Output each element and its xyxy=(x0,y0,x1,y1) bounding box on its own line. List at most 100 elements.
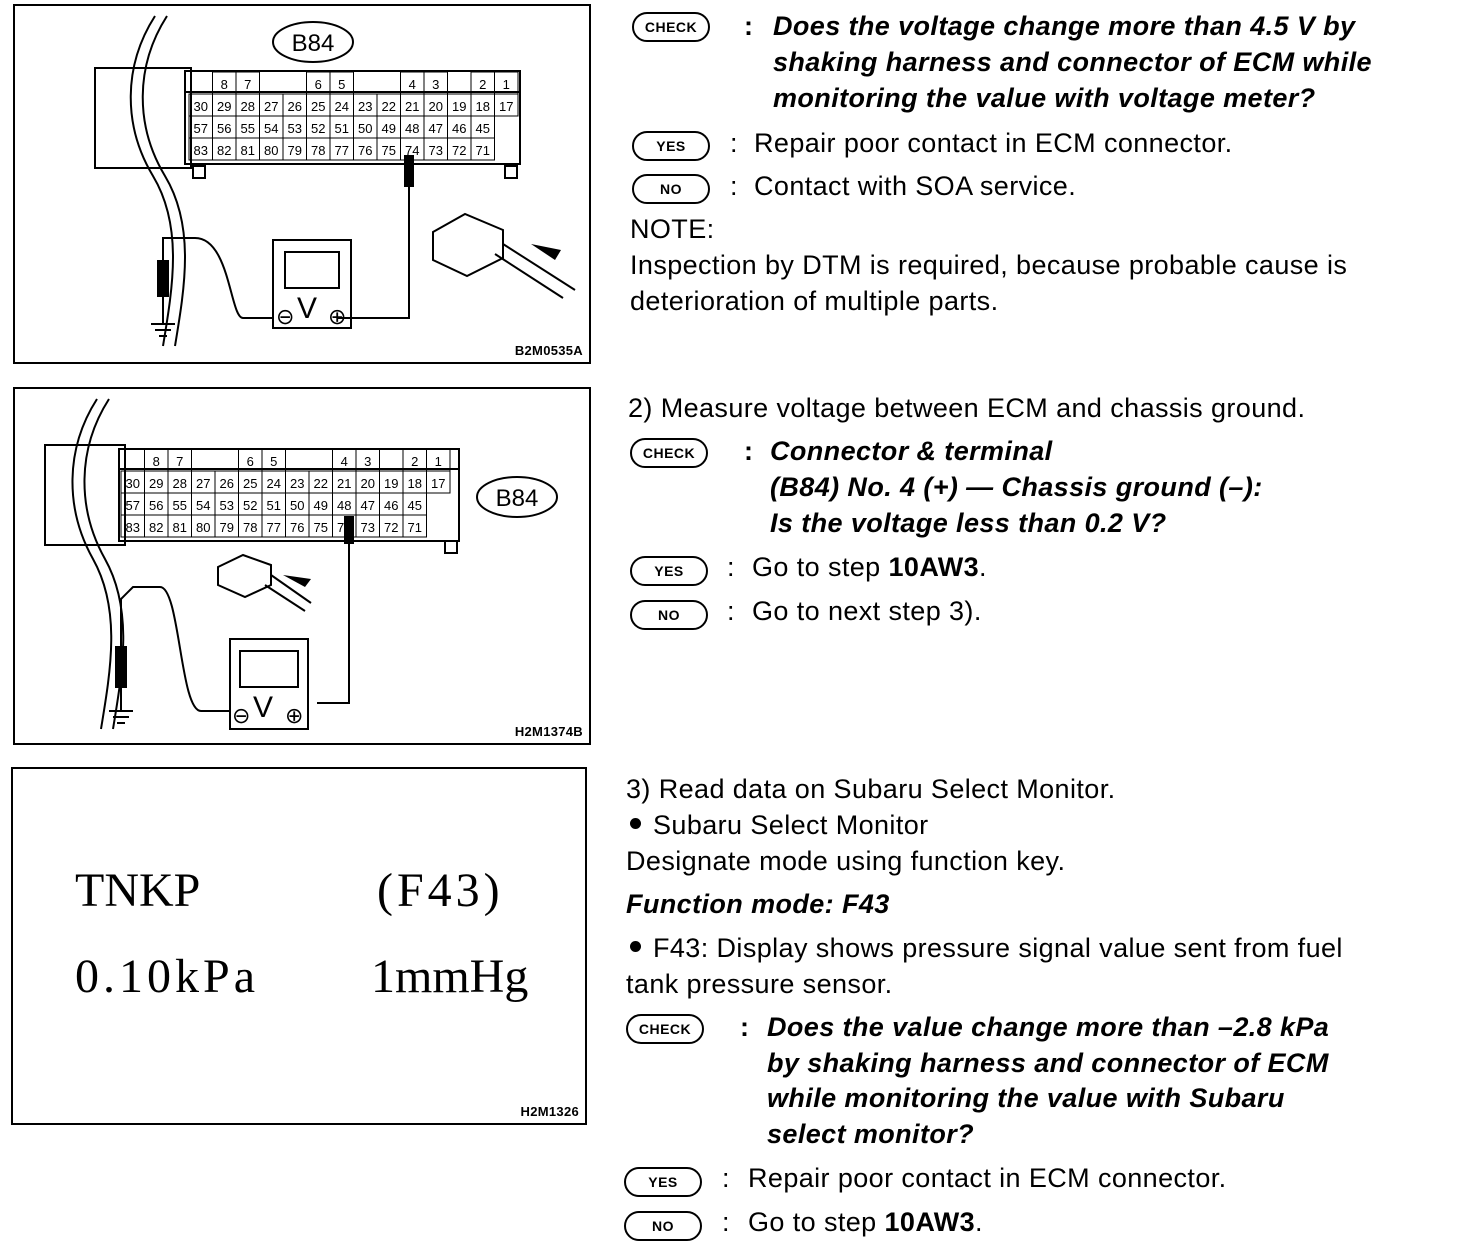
terminal-number: 8 xyxy=(221,77,228,92)
terminal-number: 74 xyxy=(337,520,351,535)
note-line: Inspection by DTM is required, because p… xyxy=(630,250,1348,280)
terminal-number: 56 xyxy=(149,498,163,513)
terminal-number: 53 xyxy=(220,498,234,513)
bullet-text: Subaru Select Monitor xyxy=(653,810,929,840)
terminal-number: 49 xyxy=(382,121,396,136)
check-badge: CHECK xyxy=(626,1014,704,1044)
terminal-number: 18 xyxy=(476,99,490,114)
terminal-number: 82 xyxy=(149,520,163,535)
terminal-number: 78 xyxy=(311,143,325,158)
terminal-number: 83 xyxy=(126,520,140,535)
terminal-number: 79 xyxy=(288,143,302,158)
terminal-number: 28 xyxy=(241,99,255,114)
no-action: Go to step 10AW3. xyxy=(748,1205,983,1240)
check-question-line: monitoring the value with voltage meter? xyxy=(773,83,1316,113)
terminal-number: 77 xyxy=(335,143,349,158)
terminal-number: 2 xyxy=(479,77,486,92)
lcd-label: TNKP xyxy=(75,864,201,917)
no-badge: NO xyxy=(624,1211,702,1241)
check-question-line: Connector & terminal xyxy=(770,436,1053,466)
terminal-number: 47 xyxy=(429,121,443,136)
terminal-number: 20 xyxy=(429,99,443,114)
terminal-number: 52 xyxy=(311,121,325,136)
terminal-number: 50 xyxy=(358,121,372,136)
terminal-number: 23 xyxy=(290,476,304,491)
terminal-number: 29 xyxy=(149,476,163,491)
terminal-number: 17 xyxy=(431,476,445,491)
terminal-cell xyxy=(235,71,260,95)
terminal-number: 81 xyxy=(241,143,255,158)
bullet-icon xyxy=(630,941,641,953)
separator: : xyxy=(727,596,735,626)
instruction-line: Designate mode using function key. xyxy=(626,846,1066,876)
check-question-line: by shaking harness and connector of ECM xyxy=(767,1048,1329,1078)
terminal-number: 5 xyxy=(270,454,277,469)
terminal-number: 3 xyxy=(432,77,439,92)
terminal-number: 21 xyxy=(405,99,419,114)
terminal-number: 26 xyxy=(288,99,302,114)
terminal-number: 72 xyxy=(384,520,398,535)
yes-action: Repair poor contact in ECM connector. xyxy=(748,1163,1227,1193)
svg-text:⊕: ⊕ xyxy=(285,703,303,728)
terminal-number: 75 xyxy=(314,520,328,535)
terminal-number: 52 xyxy=(243,498,257,513)
figure-code: B2M0535A xyxy=(514,343,583,358)
terminal-number: 76 xyxy=(358,143,372,158)
check-question-line: Does the value change more than –2.8 kPa xyxy=(767,1012,1330,1042)
step-heading: 2) Measure voltage between ECM and chass… xyxy=(628,393,1306,423)
connector-label-b84: B84 xyxy=(292,30,335,57)
terminal-number: 27 xyxy=(196,476,210,491)
check-question-line: while monitoring the value with Subaru xyxy=(767,1083,1285,1113)
terminal-number: 76 xyxy=(290,520,304,535)
bullet-continuation: tank pressure sensor. xyxy=(626,969,893,999)
lcd-function: (F43) xyxy=(377,864,504,917)
yes-badge: YES xyxy=(632,131,710,161)
terminal-number: 46 xyxy=(384,498,398,513)
note-line: deterioration of multiple parts. xyxy=(630,286,999,316)
yes-badge: YES xyxy=(624,1167,702,1197)
yes-action: Repair poor contact in ECM connector. xyxy=(754,128,1233,158)
yes-action-suffix: . xyxy=(979,552,987,582)
bullet-item: Subaru Select Monitor xyxy=(630,808,929,843)
separator: : xyxy=(722,1207,730,1237)
terminal-number: 29 xyxy=(217,99,231,114)
terminal-number: 80 xyxy=(196,520,210,535)
separator: : xyxy=(727,552,735,582)
separator: : xyxy=(744,436,753,466)
terminal-number: 57 xyxy=(194,121,208,136)
no-badge: NO xyxy=(630,600,708,630)
terminal-number: 79 xyxy=(220,520,234,535)
separator: : xyxy=(730,171,738,201)
terminal-number: 26 xyxy=(220,476,234,491)
step-link-10aw3[interactable]: 10AW3 xyxy=(884,1207,976,1237)
terminal-number: 19 xyxy=(384,476,398,491)
figure-code: H2M1326 xyxy=(520,1104,579,1119)
terminal-cell xyxy=(402,514,427,538)
terminal-number: 23 xyxy=(358,99,372,114)
terminal-number: 8 xyxy=(153,454,160,469)
terminal-number: 46 xyxy=(452,121,466,136)
terminal-number: 30 xyxy=(194,99,208,114)
terminal-number: 55 xyxy=(173,498,187,513)
svg-text:⊖: ⊖ xyxy=(232,703,250,728)
terminal-number: 1 xyxy=(435,454,442,469)
terminal-number: 55 xyxy=(241,121,255,136)
step-link-10aw3[interactable]: 10AW3 xyxy=(888,552,980,582)
terminal-number: 80 xyxy=(264,143,278,158)
check-question-line: Is the voltage less than 0.2 V? xyxy=(770,508,1167,538)
terminal-number: 74 xyxy=(405,143,419,158)
check-question-line: (B84) No. 4 (+) — Chassis ground (–): xyxy=(770,472,1263,502)
terminal-number: 45 xyxy=(476,121,490,136)
lcd-mmhg-value: 1mmHg xyxy=(371,950,529,1003)
terminal-number: 28 xyxy=(173,476,187,491)
terminal-number: 22 xyxy=(314,476,328,491)
check-question-line: Does the voltage change more than 4.5 V … xyxy=(773,11,1356,41)
no-action: Go to next step 3). xyxy=(752,596,982,626)
terminal-number: 48 xyxy=(337,498,351,513)
separator: : xyxy=(730,128,738,158)
separator: : xyxy=(744,11,753,41)
separator: : xyxy=(740,1012,749,1042)
terminal-number: 3 xyxy=(364,454,371,469)
